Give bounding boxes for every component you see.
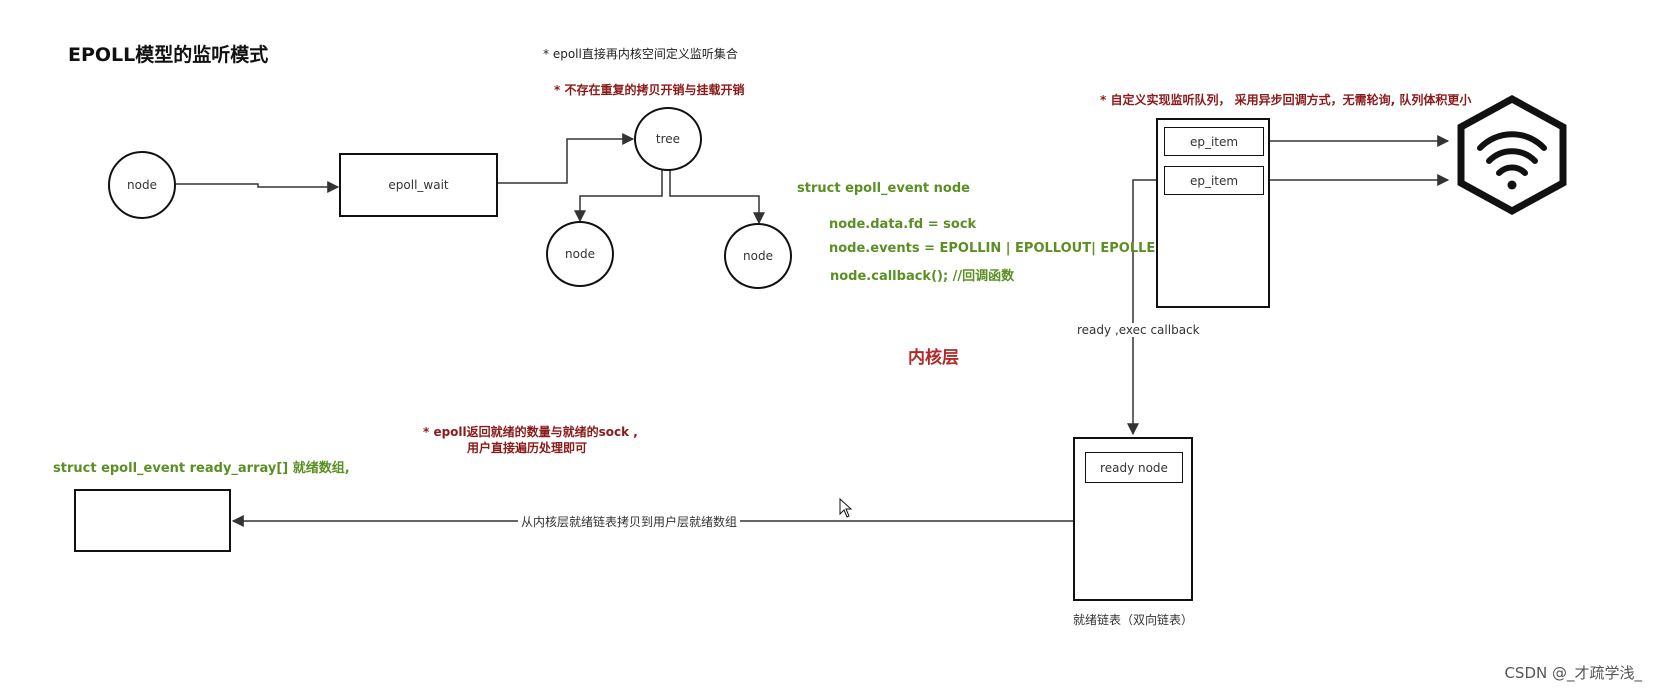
edge-tree-to-node-left (574, 170, 663, 223)
node-circle-child-right: node (724, 223, 792, 289)
ep-item-box-1: ep_item (1164, 127, 1264, 156)
ready-exec-callback-label: ready ,exec callback (1075, 323, 1202, 337)
diagram-title: EPOLL模型的监听模式 (68, 44, 269, 66)
code-callback: node.callback(); //回调函数 (830, 269, 1015, 284)
code-struct: struct epoll_event node (797, 181, 970, 196)
code-fd: node.data.fd = sock (829, 217, 977, 232)
note-async-callback: * 自定义实现监听队列， 采用异步回调方式，无需轮询, 队列体积更小 (1100, 93, 1472, 107)
mouse-cursor-icon (839, 497, 853, 518)
node-circle-child-left: node (546, 221, 614, 287)
ready-node-box: ready node (1085, 452, 1183, 483)
code-ready-array: struct epoll_event ready_array[] 就绪数组, (53, 461, 350, 476)
note-kernel-space: * epoll直接再内核空间定义监听集合 (543, 47, 738, 61)
ep-item-box-2: ep_item (1164, 166, 1264, 195)
node-circle-left: node (108, 151, 176, 219)
ready-array-box (74, 489, 231, 552)
kernel-layer-label: 内核层 (908, 348, 959, 368)
edge-tree-to-node-right (669, 170, 765, 225)
ready-list-caption: 就绪链表（双向链表） (1073, 613, 1194, 627)
edge-ep-item-to-ready-list (1127, 179, 1163, 436)
epoll-wait-box: epoll_wait (339, 153, 498, 217)
note-return-ready-line1: * epoll返回就绪的数量与就绪的sock , (423, 425, 638, 439)
tree-circle: tree (634, 107, 702, 171)
note-return-ready-line2: 用户直接遍历处理即可 (467, 441, 588, 455)
edge-node-to-epoll-wait (176, 181, 340, 193)
code-events: node.events = EPOLLIN | EPOLLOUT| EPOLLE… (829, 241, 1176, 256)
wifi-hexagon-icon (1457, 95, 1567, 215)
note-no-copy-overhead: * 不存在重复的拷贝开销与挂载开销 (554, 83, 745, 97)
edge-epoll-wait-to-tree (498, 133, 635, 184)
copy-edge-label: 从内核层就绪链表拷贝到用户层就绪数组 (518, 515, 741, 529)
watermark: CSDN @_才疏学浅_ (1504, 664, 1642, 682)
